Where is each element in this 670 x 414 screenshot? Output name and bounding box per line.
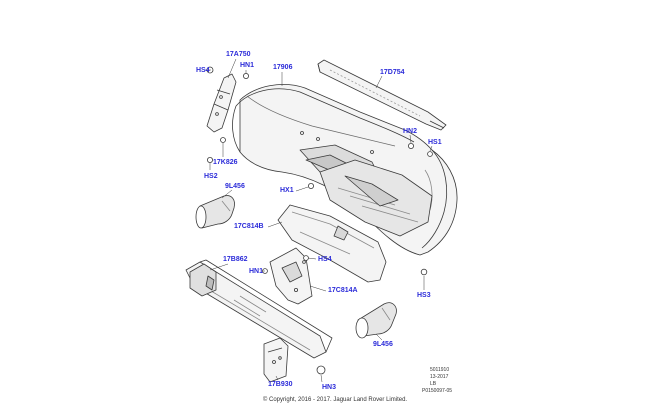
bumper-mounting-bracket bbox=[206, 73, 237, 133]
callout-hs4-top[interactable]: HS4 bbox=[196, 67, 210, 74]
bumper-undertray bbox=[319, 159, 433, 237]
hs3-screw bbox=[420, 268, 428, 276]
callout-hx1[interactable]: HX1 bbox=[280, 187, 294, 194]
callout-17c814a[interactable]: 17C814A bbox=[328, 287, 358, 294]
callout-17906[interactable]: 17906 bbox=[273, 64, 293, 71]
hn2-nut bbox=[407, 142, 414, 149]
callout-hs2[interactable]: HS2 bbox=[204, 173, 218, 180]
callout-17a750[interactable]: 17A750 bbox=[226, 51, 251, 58]
hx1-fastener bbox=[307, 182, 314, 189]
callout-hs3[interactable]: HS3 bbox=[417, 292, 431, 299]
callout-17k826[interactable]: 17K826 bbox=[213, 159, 238, 166]
stamp-line-3: LB bbox=[430, 381, 437, 387]
callout-hs4-mid[interactable]: HS4 bbox=[318, 256, 332, 263]
stamp-line-4: P0150097-05 bbox=[422, 388, 453, 394]
fasteners bbox=[206, 66, 433, 375]
rear-bumper-reinforcement-strip bbox=[317, 59, 447, 131]
copyright-notice: © Copyright, 2016 - 2017. Jaguar Land Ro… bbox=[262, 397, 408, 403]
leader-lines bbox=[205, 58, 433, 383]
hs1-screw bbox=[427, 151, 433, 157]
stamp-line-2: 13-2017 bbox=[430, 374, 449, 380]
crash-beam-support-bracket bbox=[269, 247, 313, 305]
exhaust-finisher-lower bbox=[355, 302, 397, 339]
exhaust-finisher-upper bbox=[195, 195, 235, 229]
callout-hn1-top[interactable]: HN1 bbox=[240, 62, 255, 69]
hn3-nut bbox=[316, 365, 326, 375]
rear-crash-beam bbox=[185, 259, 333, 359]
callout-9l456-bottom[interactable]: 9L456 bbox=[373, 341, 393, 348]
callout-9l456-top[interactable]: 9L456 bbox=[225, 183, 245, 190]
callout-hn3[interactable]: HN3 bbox=[322, 384, 337, 391]
callout-hs1[interactable]: HS1 bbox=[428, 139, 442, 146]
hs4-screw-mid bbox=[303, 255, 309, 261]
lower-mounting-bracket bbox=[263, 337, 289, 383]
callout-17b930[interactable]: 17B930 bbox=[268, 381, 293, 388]
17k826-clip bbox=[220, 137, 226, 143]
centre-heat-shield bbox=[277, 204, 387, 283]
callout-17b862[interactable]: 17B862 bbox=[223, 256, 248, 263]
callout-hn2[interactable]: HN2 bbox=[403, 128, 418, 135]
callout-17c814b[interactable]: 17C814B bbox=[234, 223, 264, 230]
callout-17d754[interactable]: 17D754 bbox=[380, 69, 405, 76]
hn1-nut-top bbox=[242, 73, 249, 80]
stamp-line-1: 5011910 bbox=[430, 367, 450, 373]
callout-hn1-mid[interactable]: HN1 bbox=[249, 268, 264, 275]
hs2-screw bbox=[206, 156, 213, 163]
